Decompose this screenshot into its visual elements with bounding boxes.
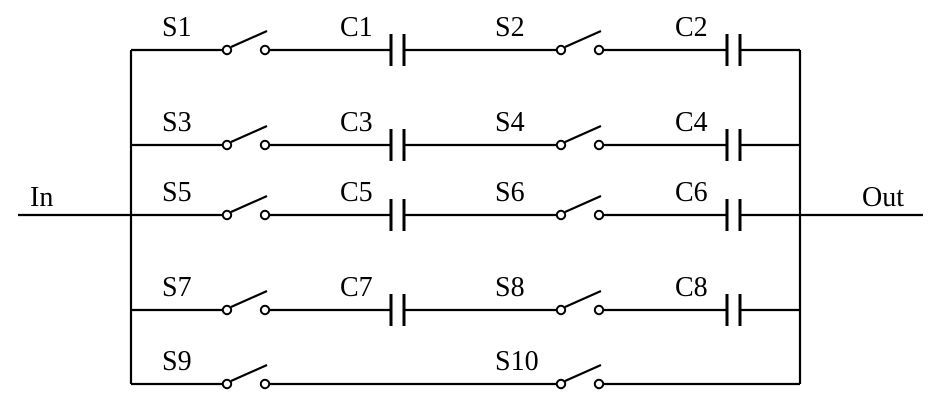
output-label: Out	[862, 182, 904, 213]
branch-2-switch-2-label: S4	[495, 107, 525, 138]
branch-2-capacitor-1-label: C3	[340, 107, 373, 138]
branch-5-switch-2-terminal-left	[555, 378, 567, 390]
branch-1-switch-2-terminal-right	[593, 44, 605, 56]
input-label: In	[30, 182, 53, 213]
branch-3-switch-2-blade	[564, 194, 602, 214]
branch-4-capacitor-1-label: C7	[340, 272, 373, 303]
branch-3-switch-1-blade	[230, 194, 268, 214]
branch-4-switch-2-blade	[564, 289, 602, 309]
branch-4-switch-1-terminal-left	[221, 304, 233, 316]
branch-4-switch-1-terminal-right	[259, 304, 271, 316]
branch-5-switch-1-terminal-left	[221, 378, 233, 390]
branch-1-switch-1-blade	[230, 29, 268, 49]
branch-3-capacitor-2-label: C6	[675, 177, 708, 208]
branch-5-switch-2-terminal-right	[593, 378, 605, 390]
branch-2-switch-2-terminal-right	[593, 139, 605, 151]
branch-5-switch-1-blade	[230, 363, 268, 383]
branch-1-switch-2-label: S2	[495, 12, 525, 43]
branch-4-switch-1-label: S7	[162, 272, 192, 303]
branch-1-switch-1-terminal-left	[221, 44, 233, 56]
branch-4-switch-2-label: S8	[495, 272, 525, 303]
branch-3-switch-2-terminal-left	[555, 209, 567, 221]
branch-1-capacitor-1-label: C1	[340, 12, 373, 43]
branch-4-switch-2-terminal-left	[555, 304, 567, 316]
branch-4-switch-2-terminal-right	[593, 304, 605, 316]
branch-3-switch-2-terminal-right	[593, 209, 605, 221]
branch-3-switch-1-terminal-right	[259, 209, 271, 221]
branch-2-switch-2-terminal-left	[555, 139, 567, 151]
branch-2-switch-1-label: S3	[162, 107, 192, 138]
branch-4-capacitor-2-label: C8	[675, 272, 708, 303]
branch-5-switch-1-terminal-right	[259, 378, 271, 390]
branch-2-switch-1-blade	[230, 124, 268, 144]
branch-2-switch-1-terminal-right	[259, 139, 271, 151]
branch-2-switch-1-terminal-left	[221, 139, 233, 151]
branch-2-capacitor-2-label: C4	[675, 107, 708, 138]
branch-4-switch-1-blade	[230, 289, 268, 309]
branch-5-switch-2-label: S10	[495, 346, 539, 377]
branch-1-switch-1-label: S1	[162, 12, 192, 43]
branch-3-switch-1-terminal-left	[221, 209, 233, 221]
branch-1-switch-1-terminal-right	[259, 44, 271, 56]
branch-1-capacitor-2-label: C2	[675, 12, 708, 43]
branch-3-capacitor-1-label: C5	[340, 177, 373, 208]
branch-3-switch-2-label: S6	[495, 177, 525, 208]
branch-5-switch-2-blade	[564, 363, 602, 383]
branch-3-switch-1-label: S5	[162, 177, 192, 208]
branch-1-switch-2-terminal-left	[555, 44, 567, 56]
branch-5-switch-1-label: S9	[162, 346, 192, 377]
branch-2-switch-2-blade	[564, 124, 602, 144]
branch-1-switch-2-blade	[564, 29, 602, 49]
